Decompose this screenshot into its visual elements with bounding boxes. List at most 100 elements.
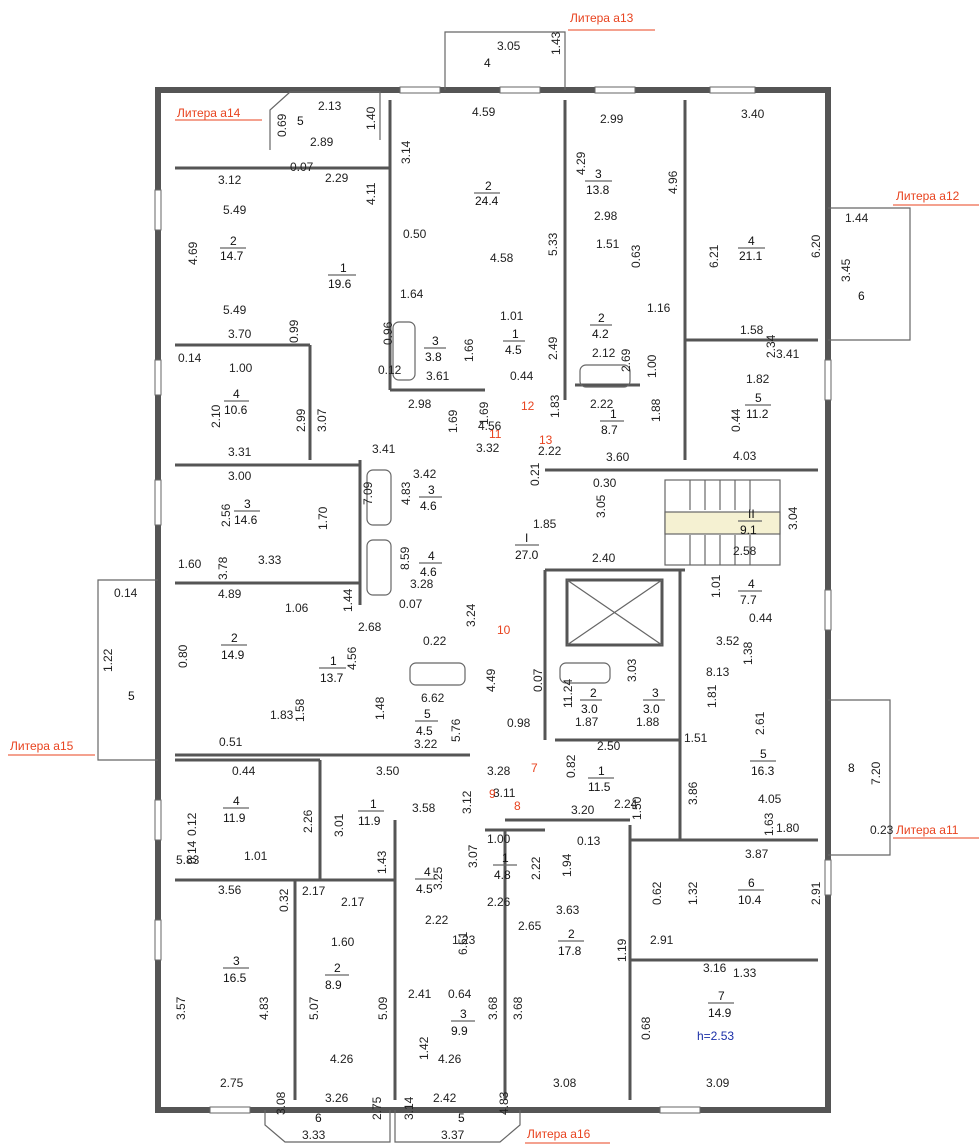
room-13-7-area: 13.7 [320, 671, 344, 685]
dimension-label: 2.69 [619, 348, 633, 372]
room-11-2-area: 11.2 [746, 407, 769, 421]
marker-9: 9 [489, 787, 496, 801]
dimension-label: 0.14 [185, 840, 199, 864]
litera-a15: Литера а15 [10, 739, 74, 753]
room-27-0-area: 27.0 [515, 548, 539, 562]
dimension-label: 1.81 [705, 684, 719, 708]
room-14-9-num: 2 [231, 631, 238, 645]
room-11-2-num: 5 [755, 391, 762, 405]
dimension-label: 2.99 [294, 408, 308, 432]
dimension-label: 4.59 [472, 105, 496, 119]
dimension-label: 2.68 [358, 620, 382, 634]
dimension-label: 3.04 [786, 506, 800, 530]
dimension-label: 2.34 [764, 334, 778, 358]
dimension-label: 0.14 [114, 586, 138, 600]
dimension-label: 0.44 [232, 764, 256, 778]
dimension-label: 2.29 [325, 171, 349, 185]
dimension-label: 0.07 [531, 668, 545, 692]
dimension-label: 3.08 [553, 1076, 577, 1090]
dimension-label: 3.37 [441, 1128, 465, 1142]
marker-10: 10 [497, 623, 511, 637]
dimension-label: 1.70 [316, 506, 330, 530]
windows [154, 86, 832, 1114]
room-11-9a-area: 11.9 [223, 811, 246, 825]
dimension-label: 2.17 [341, 895, 365, 909]
dimension-label: 11.24 [561, 679, 575, 708]
room-3-0a-num: 2 [590, 686, 597, 700]
dimension-label: 0.12 [378, 363, 402, 377]
dimension-label: 1.19 [615, 938, 629, 962]
room-balc-tl-num: 5 [297, 114, 304, 128]
dimension-label: 0.69 [275, 113, 289, 137]
dimension-label: 5.83 [176, 853, 200, 867]
dimension-label: 0.30 [593, 476, 617, 490]
dimension-label: 2.17 [302, 884, 326, 898]
room-3-0b-num: 3 [652, 686, 659, 700]
dimension-label: 2.41 [408, 987, 432, 1001]
dimension-label: 3.32 [476, 441, 500, 455]
dimension-label: 1.43 [549, 31, 563, 55]
dimension-label: 3.52 [716, 634, 740, 648]
room-16-3-area: 16.3 [751, 764, 775, 778]
dimension-label: 2.89 [310, 135, 334, 149]
dimension-label: 6.21 [707, 244, 721, 268]
dimension-label: 2.56 [219, 503, 233, 527]
room-9-9-num: 3 [460, 1007, 467, 1021]
dimension-label: 3.11 [493, 786, 516, 800]
room-16-5-area: 16.5 [223, 971, 247, 985]
room-8-7-area: 8.7 [601, 423, 618, 437]
dimension-label: 0.44 [729, 408, 743, 432]
dimension-label: 3.60 [606, 450, 630, 464]
dimension-label: 4.11 [364, 182, 378, 205]
dimension-label: 2.42 [433, 1091, 457, 1105]
dimension-label: 2.91 [809, 881, 823, 905]
dimension-label: 1.16 [647, 301, 671, 315]
dimension-label: 2.22 [529, 856, 543, 880]
dimension-label: 1.00 [229, 361, 253, 375]
room-14-6-area: 14.6 [234, 513, 258, 527]
dimension-label: 0.44 [749, 611, 773, 625]
room-16-3-num: 5 [760, 747, 767, 761]
room-balc-r2-num: 8 [848, 761, 855, 775]
room-16-5-num: 3 [233, 954, 240, 968]
dimension-label: 3.68 [486, 996, 500, 1020]
dimension-label: 1.33 [733, 966, 757, 980]
room-4-6a-num: 3 [428, 483, 435, 497]
dimension-label: 2.61 [753, 711, 767, 735]
dimension-labels-vertical: 1.43 0.69 1.40 3.14 4.11 4.29 5.33 4.96 … [101, 31, 883, 1120]
dimension-label: 1.66 [462, 338, 476, 362]
dimension-label: 3.41 [372, 442, 396, 456]
dimension-label: 2.24 [614, 797, 638, 811]
dimension-label: 1.82 [746, 372, 770, 386]
dimension-label: 1.44 [845, 211, 869, 225]
dimension-label: 1.32 [686, 881, 700, 905]
dimension-label: 3.05 [497, 39, 521, 53]
dimension-label: 1.43 [375, 850, 389, 874]
dimension-label: 2.12 [592, 346, 616, 360]
dimension-label: 4.26 [438, 1052, 462, 1066]
dimension-label: 1.48 [373, 696, 387, 720]
dimension-label: 1.50 [630, 796, 644, 820]
dimension-label: 3.09 [706, 1076, 730, 1090]
dimension-label: 1.44 [341, 588, 355, 612]
corridor-markers: 12 11 13 10 7 9 8 [489, 399, 553, 813]
dimension-label: 3.50 [376, 764, 400, 778]
dimension-label: 4.05 [758, 792, 782, 806]
dimension-label: 5.49 [223, 303, 247, 317]
dimension-label: 3.00 [228, 469, 252, 483]
dimension-label: 4.03 [733, 449, 757, 463]
room-14-9-area: 14.9 [221, 648, 245, 662]
dimension-label: 1.40 [364, 106, 378, 130]
dimension-label: 1.83 [270, 708, 294, 722]
room-balc-r-num: 6 [858, 289, 865, 303]
dimension-label: 3.07 [315, 408, 329, 432]
room-14-7-area: 14.7 [220, 249, 244, 263]
dimension-label: 3.25 [431, 866, 445, 890]
elevator-shaft [565, 578, 664, 647]
dimension-label: 3.28 [487, 764, 511, 778]
room-11-5-num: 1 [598, 764, 605, 778]
staircase [664, 479, 781, 566]
dimension-label: 3.56 [218, 883, 242, 897]
dimension-label: 1.88 [649, 398, 663, 422]
dimension-label: 0.07 [399, 597, 423, 611]
